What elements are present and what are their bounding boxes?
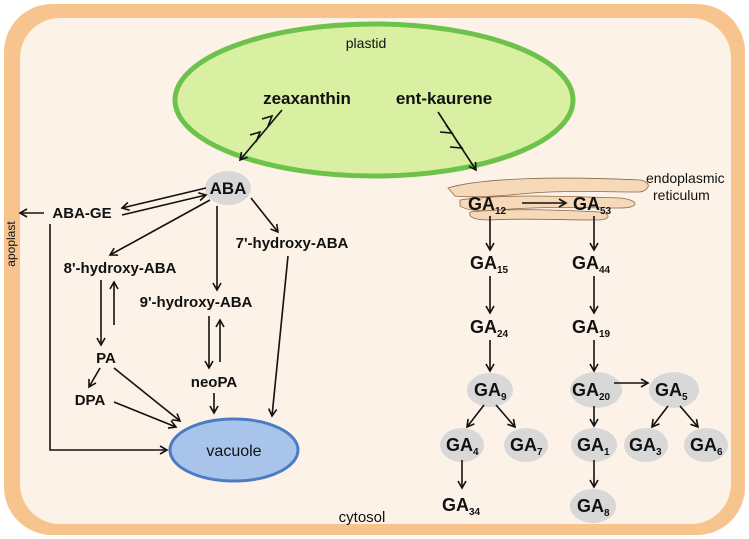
cytosol-label: cytosol	[339, 509, 386, 526]
arrow-ga9-ga4	[466, 404, 485, 429]
er-label-line2: reticulum	[653, 187, 710, 203]
ga8: GA8	[577, 496, 610, 519]
vacuole-label: vacuole	[206, 443, 261, 460]
ga53: GA53	[573, 194, 612, 217]
ga34: GA34	[442, 495, 481, 518]
ga5: GA5	[655, 380, 688, 403]
cytosol-area	[20, 18, 731, 524]
ent-kaurene: ent-kaurene	[396, 89, 492, 108]
arrow-ga9-ga7	[495, 404, 517, 429]
arrow-abage-aba	[121, 191, 208, 216]
zeaxanthin: zeaxanthin	[263, 89, 351, 108]
hydroxy-8: 8'-hydroxy-ABA	[64, 260, 177, 277]
ga9: GA9	[474, 380, 507, 403]
ga1: GA1	[577, 435, 610, 458]
plastid	[172, 21, 576, 179]
apoplast-label: apoplast	[4, 221, 18, 267]
ga7: GA7	[510, 435, 543, 458]
arrow-ga5-ga6	[679, 405, 700, 429]
ga44: GA44	[572, 253, 611, 276]
ga3: GA3	[629, 435, 662, 458]
plastid-label: plastid	[346, 35, 386, 51]
ga-bubbles	[440, 372, 728, 523]
aba: ABA	[210, 179, 247, 198]
aba-ge: ABA-GE	[52, 205, 111, 222]
er-label-line1: endoplasmic	[646, 170, 725, 186]
neopa: neoPA	[191, 374, 238, 391]
arrow-zeaxanthin-aba	[238, 109, 283, 162]
ga12: GA12	[468, 194, 507, 217]
arrow-dpa-vacuole	[113, 401, 178, 429]
ga6: GA6	[690, 435, 723, 458]
arrow-7hydroxy-vacuole	[267, 255, 289, 418]
arrow-pa-vacuole	[113, 367, 182, 423]
arrow-ga5-ga3	[651, 405, 669, 429]
pa: PA	[96, 350, 116, 367]
vacuole	[168, 417, 300, 483]
ga20: GA20	[572, 380, 611, 403]
aba-bubble	[205, 171, 251, 205]
arrow-aba-abage	[120, 187, 207, 212]
arrow-aba-7hydroxy	[250, 197, 280, 234]
ga4: GA4	[446, 435, 479, 458]
ga24: GA24	[470, 317, 509, 340]
arrow-pa-dpa	[88, 367, 101, 389]
ga19: GA19	[572, 317, 611, 340]
arrow-aba-8hydroxy	[108, 199, 211, 256]
arrow-entkaurene-ga12	[437, 111, 477, 172]
arrow-abage-vacuole	[49, 224, 169, 455]
hydroxy-7: 7'-hydroxy-ABA	[236, 235, 349, 252]
dpa: DPA	[75, 392, 106, 409]
ga15: GA15	[470, 253, 509, 276]
hydroxy-9: 9'-hydroxy-ABA	[140, 294, 253, 311]
